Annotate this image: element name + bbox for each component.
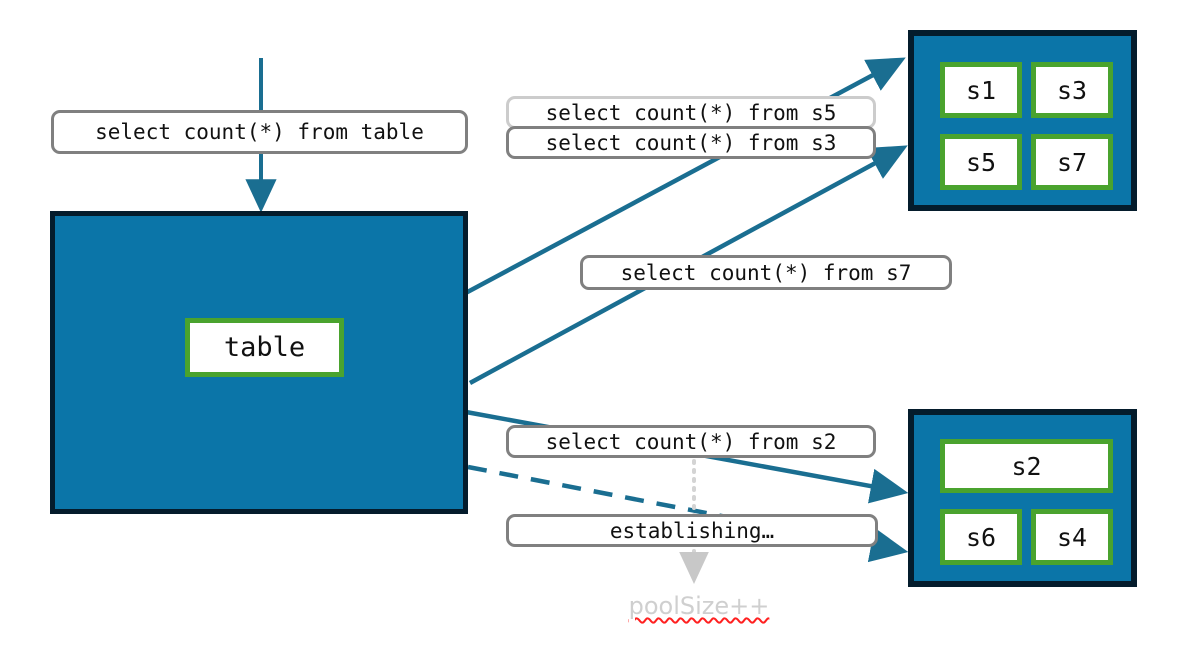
query-pill-s3[interactable]: select count(*) from s3	[506, 126, 876, 159]
shard-s4[interactable]: s4	[1031, 509, 1113, 565]
query-pill-s2[interactable]: select count(*) from s2	[506, 425, 876, 458]
query-pill-root[interactable]: select count(*) from table	[51, 110, 468, 154]
shard-s2[interactable]: s2	[940, 439, 1113, 493]
query-pill-s5[interactable]: select count(*) from s5	[506, 96, 876, 129]
shard-s1[interactable]: s1	[940, 62, 1022, 118]
shard-s7[interactable]: s7	[1031, 134, 1113, 190]
poolsize-annotation: poolSize++	[628, 592, 770, 620]
upper-shard-group[interactable]: s1 s3 s5 s7	[908, 30, 1137, 211]
table-node-label: table	[185, 318, 344, 377]
table-node[interactable]: table	[50, 211, 468, 514]
query-pill-s7[interactable]: select count(*) from s7	[580, 255, 952, 290]
shard-s5[interactable]: s5	[940, 134, 1022, 190]
lower-shard-group[interactable]: s2 s6 s4	[908, 409, 1137, 587]
shard-s3[interactable]: s3	[1031, 62, 1113, 118]
status-pill-establishing[interactable]: establishing…	[506, 514, 878, 547]
shard-s6[interactable]: s6	[940, 509, 1022, 565]
